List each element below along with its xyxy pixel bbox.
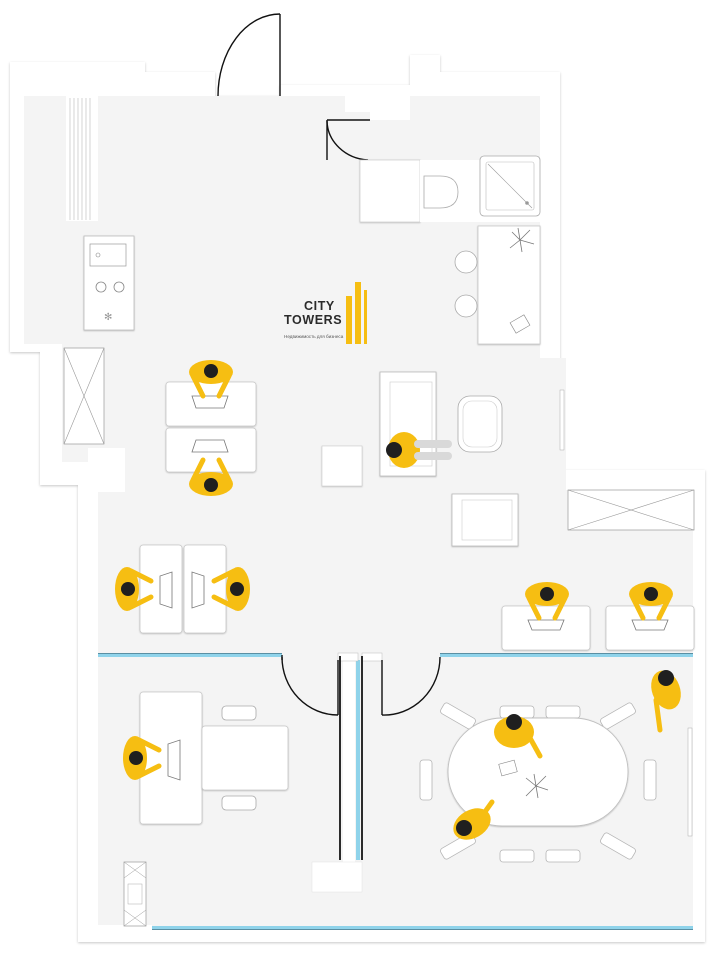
reception-counter [454,225,541,345]
bathroom [359,155,541,223]
brand-line-2: TOWERS [284,313,343,327]
brand-towers-icon [346,282,367,344]
glass-partition-3 [356,660,360,860]
window-icon [63,96,695,927]
shower-icon [479,155,541,217]
brand-tagline: Недвижимость для бизнеса [284,334,344,339]
plant-icon [509,227,535,253]
plant-icon [525,773,549,799]
brand-logo: CITY TOWERS Недвижимость для бизнеса [284,282,367,350]
glass-partition-2 [440,653,693,657]
brand-line-1: CITY [304,299,335,313]
glass-partition-1 [98,653,282,657]
door-swing-icon [217,13,441,716]
glass-partition-4 [152,926,693,930]
meeting-table [419,702,657,863]
toilet-icon [423,175,459,209]
person-icon [115,360,681,840]
svg-text:✻: ✻ [104,312,112,323]
kitchen-stove-icon: ✻ [83,235,135,331]
